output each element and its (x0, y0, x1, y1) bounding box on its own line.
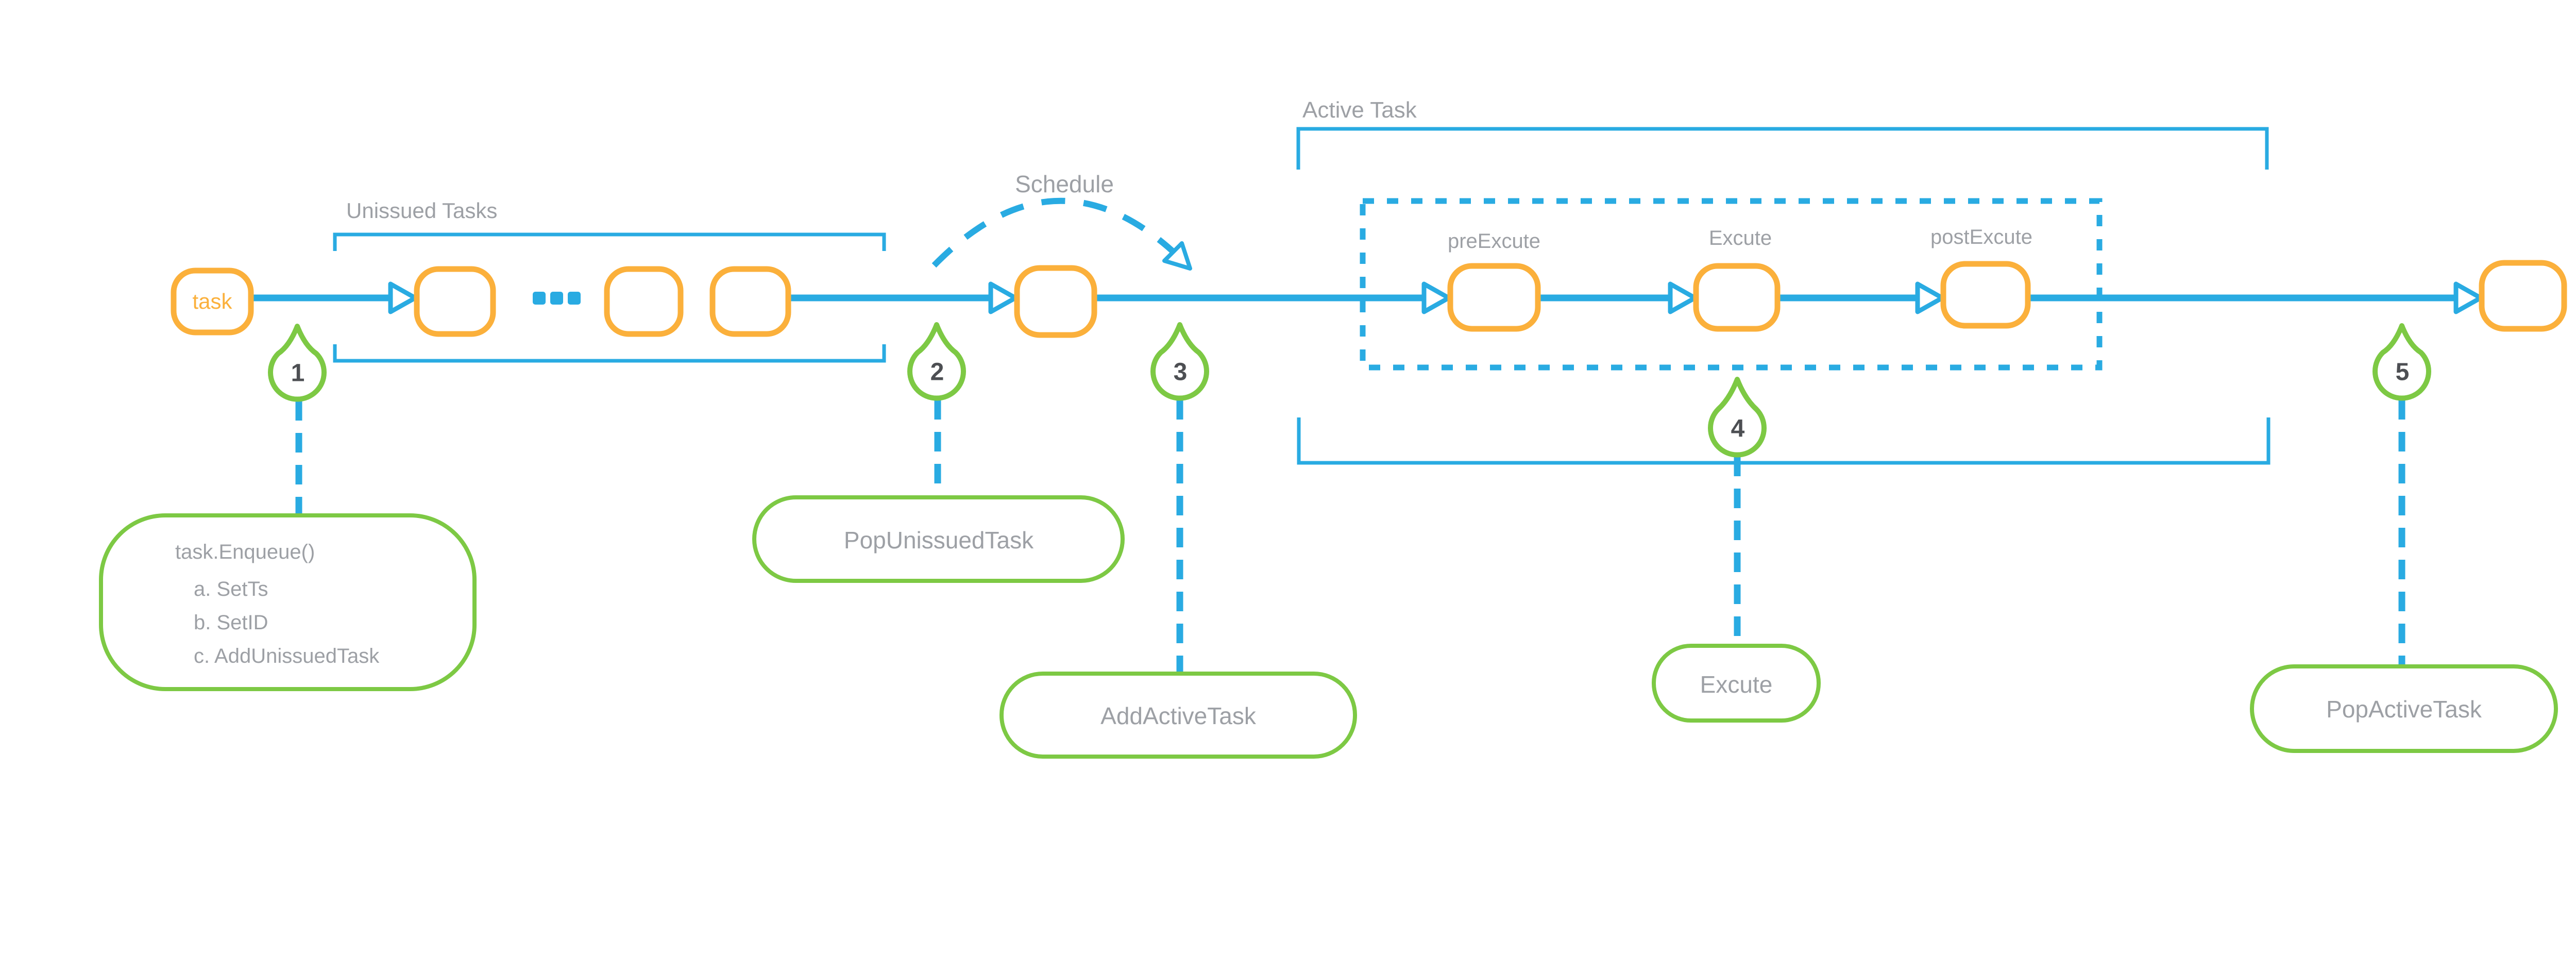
schedule-arc-arrowhead (1162, 241, 1192, 271)
task-node (171, 267, 254, 336)
active-task-dotted-box (1360, 198, 2103, 371)
popactive-callout-label: PopActiveTask (2326, 696, 2482, 723)
arrowhead-preexecute (1421, 281, 1451, 314)
addactive-callout-box (999, 672, 1357, 759)
active-task-top-bracket (1296, 127, 2269, 170)
preexecute-node (1447, 263, 1541, 332)
execute-node (1693, 263, 1781, 332)
task-node-label: task (192, 289, 232, 313)
pin-5-teardrop (2372, 323, 2431, 401)
pin-2-teardrop (907, 322, 966, 401)
enqueue-callout-item-b: b. SetID (194, 611, 268, 634)
schedule-arc-arrow (931, 197, 1187, 268)
queue-node-3 (709, 266, 791, 337)
popactive-callout-box (2250, 664, 2558, 753)
pin-2-number: 2 (930, 358, 944, 386)
pin-5-number: 5 (2395, 358, 2410, 386)
active-task-bottom-bracket (1297, 417, 2270, 465)
popunissued-callout-label: PopUnissuedTask (843, 527, 1034, 554)
queue-node-2 (604, 266, 684, 337)
pin-1-number: 1 (291, 359, 305, 387)
pin-4-number: 4 (1731, 415, 1745, 443)
arrowhead-schedule (988, 281, 1018, 314)
enqueue-callout-box (99, 513, 477, 691)
addactive-callout-label: AddActiveTask (1100, 702, 1256, 729)
enqueue-callout-item-a: a. SetTs (194, 578, 268, 600)
postexecute-node (1940, 261, 2031, 329)
queue-ellipsis-dots (533, 292, 581, 305)
enqueue-callout-title: task.Enqueue() (175, 541, 315, 563)
unissued-tasks-top-bracket (333, 232, 886, 251)
popunissued-callout-box (752, 495, 1125, 583)
schedule-label: Schedule (1015, 171, 1114, 197)
pin-3-teardrop (1150, 322, 1209, 401)
execute-callout-label: Excute (1700, 671, 1773, 698)
arrowhead-done (2453, 281, 2483, 314)
unissued-tasks-bottom-bracket (333, 344, 886, 363)
done-node (2479, 260, 2567, 332)
pin-4-teardrop (1708, 377, 1767, 458)
execute-label: Excute (1708, 227, 1772, 249)
pin-1-teardrop (268, 324, 327, 402)
queue-node-1 (414, 266, 496, 337)
arrowhead-execute (1668, 281, 1698, 314)
postexecute-label: postExcute (1930, 226, 2032, 248)
enqueue-callout-item-c: c. AddUnissuedTask (194, 645, 380, 667)
pin-3-number: 3 (1173, 358, 1188, 386)
preexecute-label: preExcute (1447, 230, 1541, 253)
unissued-tasks-label: Unissued Tasks (346, 198, 498, 223)
active-task-label: Active Task (1302, 97, 1417, 123)
arrowhead-postexecute (1915, 281, 1945, 314)
arrowhead-queue (388, 281, 418, 314)
schedule-node (1014, 265, 1097, 338)
execute-callout-box (1652, 644, 1821, 723)
